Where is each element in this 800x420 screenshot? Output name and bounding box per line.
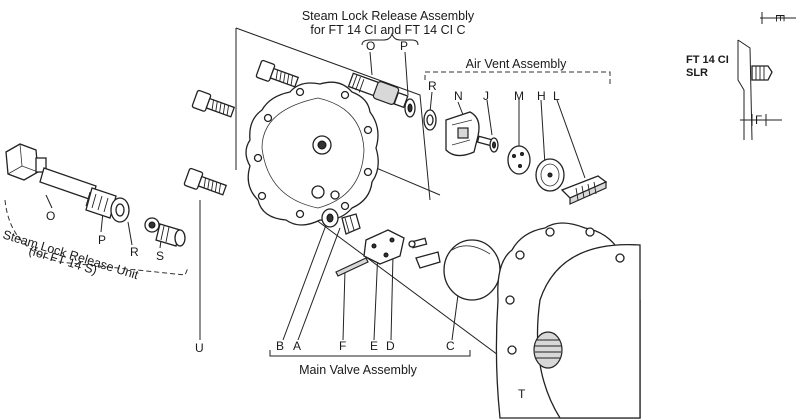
side-model-line2: SLR bbox=[686, 67, 708, 79]
label-r-unit: R bbox=[130, 245, 139, 259]
bolt-top-middle bbox=[255, 59, 300, 88]
side-model-line1: FT 14 CI bbox=[686, 54, 729, 66]
air-vent-gasket-r bbox=[423, 109, 437, 131]
side-dim-e: E bbox=[773, 14, 787, 22]
air-vent-body-n bbox=[445, 111, 480, 157]
label-f: F bbox=[339, 339, 346, 353]
label-m: M bbox=[514, 89, 524, 103]
air-vent-bracket bbox=[424, 71, 611, 84]
label-l: L bbox=[553, 89, 560, 103]
steam-lock-top-brace bbox=[361, 32, 419, 46]
main-valve-seat-b bbox=[321, 208, 339, 228]
label-u: U bbox=[195, 341, 204, 355]
main-valve-screw-d bbox=[408, 237, 428, 249]
slr-unit-tube-o bbox=[39, 167, 97, 201]
steam-lock-unit-bracket bbox=[4, 199, 189, 276]
label-o-unit: O bbox=[46, 209, 55, 223]
label-t: T bbox=[518, 387, 526, 401]
main-body-housing bbox=[495, 222, 641, 419]
label-a: A bbox=[293, 339, 301, 353]
label-n: N bbox=[454, 89, 463, 103]
main-body-strainer-t bbox=[533, 331, 563, 369]
air-vent-element-h bbox=[535, 158, 565, 192]
label-c: C bbox=[446, 339, 455, 353]
slr-unit-washer-r bbox=[144, 217, 160, 233]
air-vent-pin-j bbox=[476, 135, 499, 153]
slr-unit-hex-nut bbox=[5, 143, 47, 181]
main-valve-title: Main Valve Assembly bbox=[299, 363, 418, 377]
steam-lock-top-title-line1: Steam Lock Release Assembly bbox=[302, 9, 475, 23]
air-vent-title: Air Vent Assembly bbox=[466, 57, 567, 71]
main-valve-bracket bbox=[269, 350, 471, 357]
side-detail-view bbox=[737, 12, 796, 141]
label-b: B bbox=[276, 339, 284, 353]
main-valve-float-c bbox=[415, 239, 501, 301]
label-d: D bbox=[386, 339, 395, 353]
label-p-unit: P bbox=[98, 233, 106, 247]
main-valve-pin-f bbox=[335, 257, 369, 277]
label-r-top: R bbox=[428, 79, 437, 93]
slr-unit-cap-s bbox=[155, 223, 186, 247]
label-j: J bbox=[483, 89, 489, 103]
cover-plate bbox=[245, 81, 379, 226]
steam-lock-release-top bbox=[347, 72, 416, 118]
label-o-top: O bbox=[366, 39, 375, 53]
bolt-top-left bbox=[191, 89, 236, 118]
air-vent-disc-m bbox=[507, 145, 531, 175]
main-valve-seat-a bbox=[341, 213, 361, 235]
bolt-lower-u bbox=[183, 167, 228, 196]
label-e: E bbox=[370, 339, 378, 353]
air-vent-plate-l bbox=[560, 175, 608, 205]
steam-lock-top-title-line2: for FT 14 CI and FT 14 CI C bbox=[310, 23, 465, 37]
slr-unit-body-p bbox=[85, 187, 130, 223]
label-h: H bbox=[537, 89, 546, 103]
side-dim-f: F bbox=[755, 113, 762, 127]
main-valve-pivot-frame-e bbox=[363, 229, 405, 265]
label-p-top: P bbox=[400, 39, 408, 53]
label-s: S bbox=[156, 249, 164, 263]
